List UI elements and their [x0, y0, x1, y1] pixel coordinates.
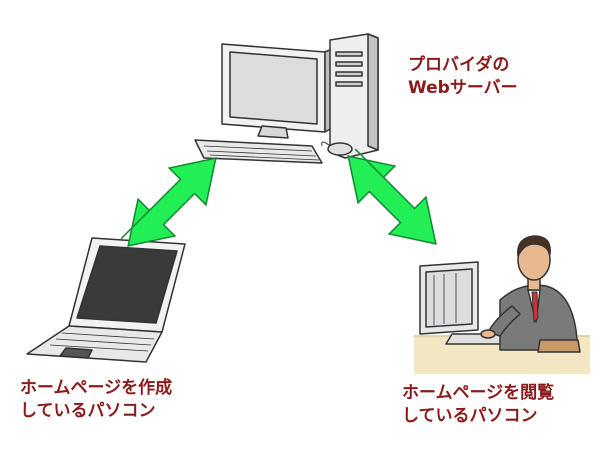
man-using-desktop-computer-icon [414, 235, 590, 374]
server-label: プロバイダの Webサーバー [408, 54, 518, 100]
double-headed-arrow-icon [120, 157, 217, 247]
viewer-label-line2: しているパソコン [402, 406, 538, 426]
server-label-line2: Webサーバー [408, 78, 518, 98]
laptop-icon [26, 237, 186, 363]
server-label-line1: プロバイダの [408, 55, 510, 75]
viewer-label: ホームページを閲覧 しているパソコン [402, 382, 554, 428]
laptop-label-line2: しているパソコン [20, 401, 156, 421]
double-headed-arrow-icon [347, 148, 437, 245]
laptop-label: ホームページを作成 しているパソコン [20, 377, 172, 423]
viewer-label-line1: ホームページを閲覧 [402, 383, 555, 403]
desktop-computer-tower-icon [194, 33, 379, 164]
laptop-label-line1: ホームページを作成 [20, 378, 173, 398]
